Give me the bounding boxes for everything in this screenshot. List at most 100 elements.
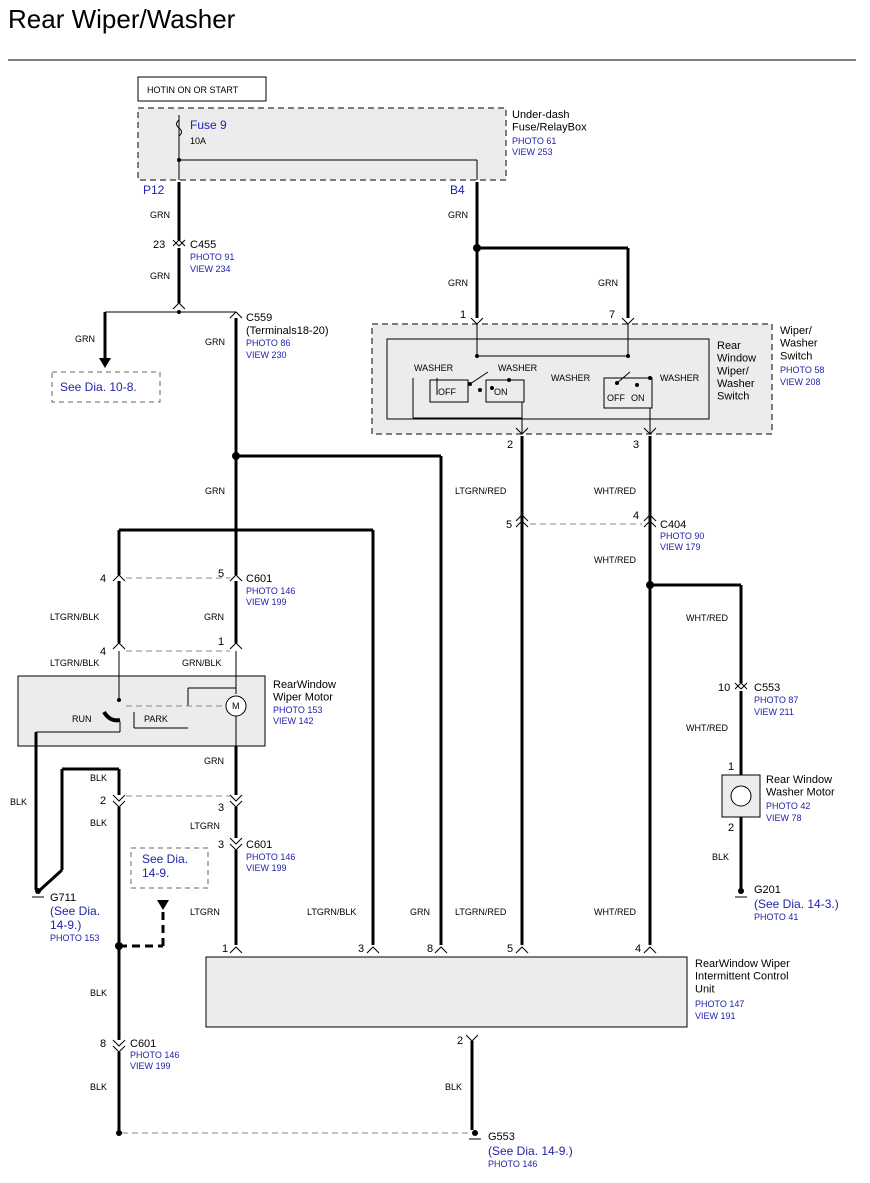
wire-label-wht-red-3: WHT/RED <box>686 613 728 623</box>
wire-label-grn-2: GRN <box>150 271 170 281</box>
wire-label-grn-3: GRN <box>75 334 95 344</box>
switch-washer-4: WASHER <box>660 373 700 383</box>
wire-label-blk-3: BLK <box>90 818 107 828</box>
c559-connector-upper <box>172 302 186 310</box>
wiper-motor-m: M <box>232 701 240 711</box>
g201-see: (See Dia. 14-3.) <box>754 897 839 911</box>
see-dia-14-9-box <box>130 847 209 889</box>
fusebox-node <box>177 158 181 162</box>
c559-node <box>177 310 181 314</box>
unit-pin3-connector <box>366 946 380 954</box>
fuse-9-symbol <box>176 119 182 137</box>
c455-photo: PHOTO 91 <box>190 252 234 262</box>
unit-pin2-connector <box>465 1034 479 1042</box>
switch-off-1: OFF <box>438 387 456 397</box>
c601-top-conn-c <box>112 642 126 650</box>
switch-lever-right <box>616 371 631 384</box>
switch-photo: PHOTO 58 <box>780 365 824 375</box>
c553-connector <box>734 682 748 690</box>
wire-label-blk-1: BLK <box>10 797 27 807</box>
wiper-motor-run: RUN <box>72 714 92 724</box>
c559-name: C559 <box>246 312 272 324</box>
c404-pin-left: 5 <box>506 519 512 531</box>
wire-blk-g711-b <box>38 868 64 892</box>
c601-top-pin-b: 5 <box>218 568 224 580</box>
switch-lever-left <box>469 371 489 385</box>
fusebox-pin-p12: P12 <box>143 183 165 197</box>
c553-pin: 10 <box>718 682 730 694</box>
switch-pin-2: 2 <box>507 439 513 451</box>
switch-contact-4 <box>635 383 639 387</box>
wire-label-grn-4: GRN <box>205 337 225 347</box>
wire-label-grn-5: GRN <box>205 486 225 496</box>
wire-label-ltgrn-blk-1: LTGRN/BLK <box>50 612 99 622</box>
c404-connector-left <box>515 514 529 528</box>
c601-mid-view: VIEW 199 <box>246 863 287 873</box>
fusebox-view: VIEW 253 <box>512 147 553 157</box>
g711-ground-icon <box>35 888 41 894</box>
c553-photo: PHOTO 87 <box>754 695 798 705</box>
c601-bot-name: C601 <box>130 1038 156 1050</box>
c601-mid-photo: PHOTO 146 <box>246 852 295 862</box>
g553-name: G553 <box>488 1131 515 1143</box>
unit-pin8-connector <box>434 946 448 954</box>
switch-on-2: ON <box>631 393 645 403</box>
c404-connector-right <box>643 514 657 528</box>
switch-view: VIEW 208 <box>780 377 821 387</box>
switch-pivot-right <box>615 381 619 385</box>
control-unit-body <box>205 956 688 1028</box>
c601-mid-pin-b: 3 <box>218 802 224 814</box>
fuse-rating: 10A <box>190 136 206 146</box>
wiper-motor-view: VIEW 142 <box>273 716 314 726</box>
wire-label-blk-g201: BLK <box>712 852 729 862</box>
wire-label-wht-red-1: WHT/RED <box>594 486 636 496</box>
wire-label-grn-11: GRN <box>410 907 430 917</box>
c601-top-conn-b <box>229 574 243 582</box>
arrow-to-dia-10-8 <box>99 358 111 368</box>
wire-label-grn-blk: GRN/BLK <box>182 658 222 668</box>
c559-sub: (Terminals18-20) <box>246 325 329 337</box>
wire-label-wht-red-2: WHT/RED <box>594 555 636 565</box>
fuse-9-label: Fuse 9 <box>190 118 227 132</box>
switch-contact-1 <box>478 388 482 392</box>
arrow-to-dia-14-9 <box>157 900 169 910</box>
switch-pin7-connector <box>621 317 635 325</box>
c404-photo: PHOTO 90 <box>660 531 704 541</box>
c455-pin: 23 <box>153 239 165 251</box>
unit-pin5-connector <box>515 946 529 954</box>
c404-name: C404 <box>660 519 686 531</box>
wire-label-wht-red-4: WHT/RED <box>686 723 728 733</box>
g201-ground-icon <box>738 888 744 894</box>
switch-contact-2 <box>490 386 494 390</box>
switch-on-1: ON <box>494 387 508 397</box>
switch-pin-1: 1 <box>460 309 466 321</box>
switch-node-a <box>475 354 479 358</box>
switch-pin-3: 3 <box>633 439 639 451</box>
splice-blk-bottom <box>116 1130 122 1136</box>
c601-mid-conn-b <box>229 794 243 808</box>
c601-top-pin-c: 4 <box>100 646 106 658</box>
ignition-box <box>137 76 267 102</box>
c553-view: VIEW 211 <box>754 707 794 717</box>
c404-view: VIEW 179 <box>660 542 701 552</box>
c455-view: VIEW 234 <box>190 264 231 274</box>
switch-on-box <box>485 379 525 403</box>
control-unit-photo: PHOTO 147 <box>695 999 744 1009</box>
c601-mid-name: C601 <box>246 839 272 851</box>
c404-pin-right: 4 <box>633 510 639 522</box>
c601-top-photo: PHOTO 146 <box>246 586 295 596</box>
c601-top-pin-d: 1 <box>218 636 224 648</box>
c601-top-conn-a <box>112 574 126 582</box>
g553-ground-icon <box>472 1130 478 1136</box>
unit-pin-1: 1 <box>222 943 228 955</box>
c601-top-pin-a: 4 <box>100 573 106 585</box>
fusebox-pin-b4: B4 <box>450 183 465 197</box>
switch-node-b <box>626 354 630 358</box>
g553-see: (See Dia. 14-9.) <box>488 1144 573 1158</box>
c601-bot-connector <box>112 1039 126 1053</box>
